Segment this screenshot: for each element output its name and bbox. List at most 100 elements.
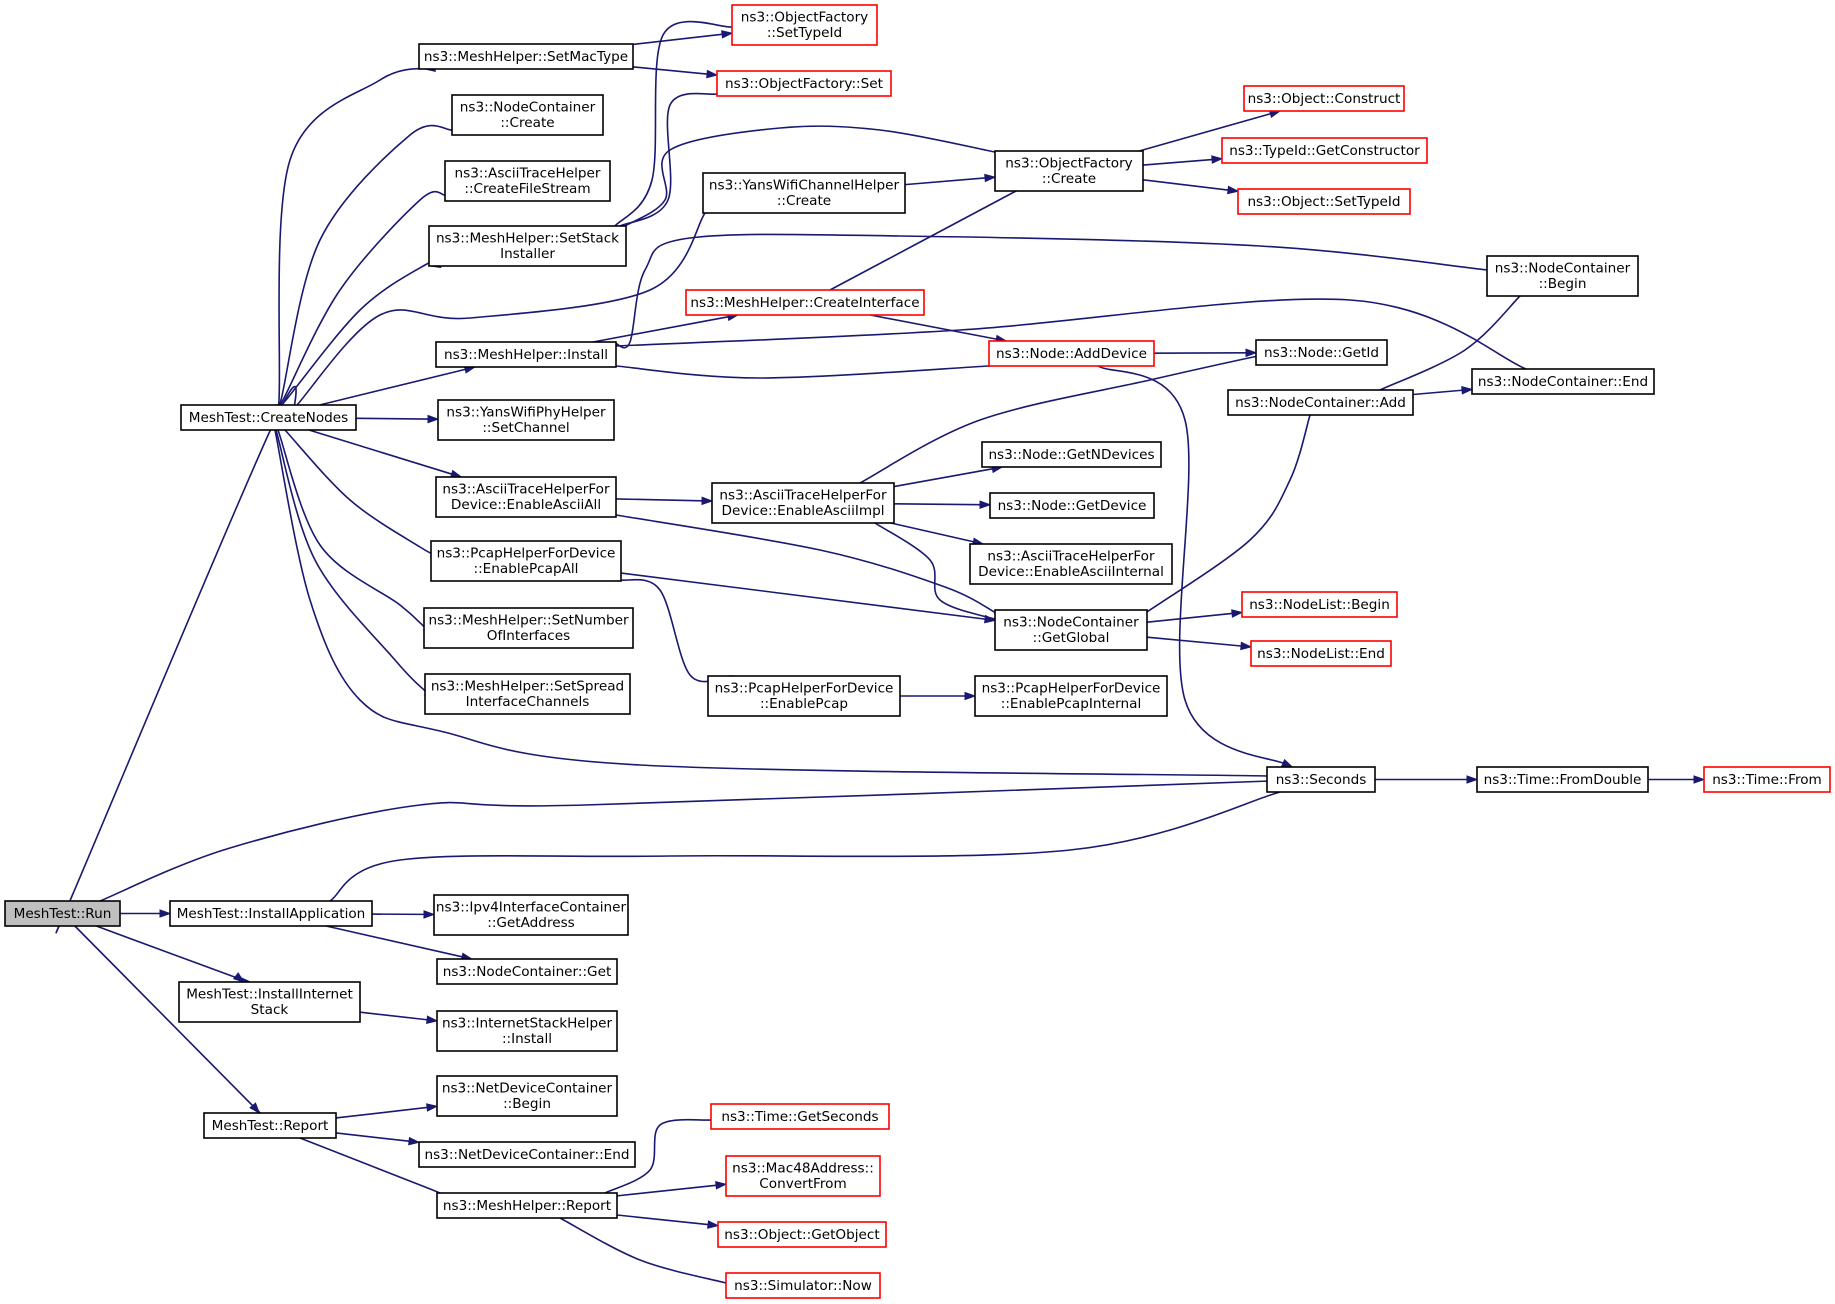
node-ns3-asciitracehelperfordevice-enableasciiinternal[interactable]: ns3::AsciiTraceHelperForDevice::EnableAs… bbox=[969, 543, 1173, 585]
call-edge-nc_getglobal-to-nc_add bbox=[1138, 409, 1313, 619]
node-label: ::Create bbox=[500, 115, 554, 131]
call-edge-time_fromdouble-to-time_from bbox=[1648, 775, 1706, 784]
call-edge-yanschan_create-to-of_create bbox=[904, 173, 997, 186]
node-label: ns3::PcapHelperForDevice bbox=[982, 681, 1161, 697]
call-edge-run-to-installinet bbox=[96, 925, 251, 983]
node-ns3-mac48address-convertfrom[interactable]: ns3::Mac48Address::ConvertFrom bbox=[725, 1155, 881, 1197]
node-box bbox=[203, 1112, 337, 1139]
node-label: MeshTest::Run bbox=[14, 906, 112, 922]
arrowhead-icon bbox=[1227, 185, 1240, 195]
call-edge-createnodes-to-enablepcapall bbox=[279, 424, 443, 562]
node-ns3-nodecontainer-create[interactable]: ns3::NodeContainer::Create bbox=[451, 94, 604, 136]
node-label: ns3::Mac48Address:: bbox=[732, 1161, 874, 1177]
node-ns3-nodecontainer-add[interactable]: ns3::NodeContainer::Add bbox=[1227, 389, 1414, 416]
node-ns3-pcaphelperfordevice-enablepcap[interactable]: ns3::PcapHelperForDevice::EnablePcap bbox=[707, 675, 901, 717]
node-ns3-meshhelper-setspreadinterfacechannels[interactable]: ns3::MeshHelper::SetSpreadInterfaceChann… bbox=[424, 673, 631, 715]
node-label: ns3::Node::GetNDevices bbox=[988, 447, 1154, 463]
call-edge-seconds-to-time_fromdouble bbox=[1375, 775, 1479, 784]
node-meshtest-createnodes[interactable]: MeshTest::CreateNodes bbox=[180, 404, 357, 431]
arrowhead-icon bbox=[1211, 155, 1224, 164]
arrowhead-icon bbox=[1280, 758, 1294, 768]
node-meshtest-report[interactable]: MeshTest::Report bbox=[203, 1112, 337, 1139]
node-box bbox=[435, 341, 617, 368]
node-ns3-asciitracehelper-createfilestream[interactable]: ns3::AsciiTraceHelper::CreateFileStream bbox=[444, 160, 611, 202]
node-box bbox=[433, 894, 629, 936]
node-label: ns3::MeshHelper::SetNumber bbox=[428, 613, 629, 629]
node-box bbox=[994, 150, 1144, 192]
node-box bbox=[1237, 188, 1411, 215]
node-ns3-nodelist-end[interactable]: ns3::NodeList::End bbox=[1250, 640, 1392, 667]
node-label: ns3::ObjectFactory bbox=[741, 10, 868, 26]
node-ns3-node-getdevice[interactable]: ns3::Node::GetDevice bbox=[989, 492, 1155, 519]
node-label: ns3::Seconds bbox=[1276, 772, 1367, 788]
node-ns3-asciitracehelperfordevice-enableasciiall[interactable]: ns3::AsciiTraceHelperForDevice::EnableAs… bbox=[435, 476, 617, 518]
arrowhead-icon bbox=[1240, 641, 1253, 651]
node-ns3-meshhelper-setmactype[interactable]: ns3::MeshHelper::SetMacType bbox=[418, 43, 634, 70]
node-ns3-node-getndevices[interactable]: ns3::Node::GetNDevices bbox=[981, 441, 1162, 468]
node-ns3-ipv4interfacecontainer-getaddress[interactable]: ns3::Ipv4InterfaceContainer::GetAddress bbox=[433, 894, 629, 936]
node-ns3-yanswifichannelhelper-create[interactable]: ns3::YansWifiChannelHelper::Create bbox=[702, 172, 906, 214]
node-box bbox=[988, 340, 1155, 367]
node-ns3-nodelist-begin[interactable]: ns3::NodeList::Begin bbox=[1241, 591, 1398, 618]
node-ns3-nodecontainer-begin[interactable]: ns3::NodeContainer::Begin bbox=[1486, 255, 1639, 297]
call-edge-createnodes-to-setnumif bbox=[274, 420, 435, 635]
arrowhead-icon bbox=[706, 69, 719, 79]
node-ns3-meshhelper-report[interactable]: ns3::MeshHelper::Report bbox=[436, 1192, 618, 1219]
call-edge-enableasciiimpl-to-getdevice bbox=[893, 500, 992, 509]
node-ns3-node-getid[interactable]: ns3::Node::GetId bbox=[1255, 339, 1388, 366]
node-meshtest-run: MeshTest::Run bbox=[4, 900, 121, 927]
arrowhead-icon bbox=[408, 1136, 421, 1146]
call-edge-mh_report-to-obj_getobject bbox=[616, 1214, 720, 1229]
node-label: ns3::NodeList::Begin bbox=[1249, 597, 1390, 613]
node-ns3-netdevicecontainer-begin[interactable]: ns3::NetDeviceContainer::Begin bbox=[436, 1075, 618, 1117]
node-ns3-meshhelper-install[interactable]: ns3::MeshHelper::Install bbox=[435, 341, 617, 368]
node-ns3-asciitracehelperfordevice-enableasciiimpl[interactable]: ns3::AsciiTraceHelperForDevice::EnableAs… bbox=[711, 482, 895, 524]
node-ns3-node-adddevice[interactable]: ns3::Node::AddDevice bbox=[988, 340, 1155, 367]
node-ns3-pcaphelperfordevice-enablepcapall[interactable]: ns3::PcapHelperForDevice::EnablePcapAll bbox=[430, 540, 622, 582]
node-meshtest-installapplication[interactable]: MeshTest::InstallApplication bbox=[169, 900, 373, 927]
node-ns3-yanswifiphyhelper-setchannel[interactable]: ns3::YansWifiPhyHelper::SetChannel bbox=[437, 399, 615, 441]
node-ns3-object-getobject[interactable]: ns3::Object::GetObject bbox=[717, 1221, 887, 1248]
node-ns3-objectfactory-settypeid[interactable]: ns3::ObjectFactory::SetTypeId bbox=[731, 4, 878, 46]
node-ns3-time-getseconds[interactable]: ns3::Time::GetSeconds bbox=[710, 1103, 890, 1130]
node-box bbox=[418, 1141, 636, 1168]
node-label: MeshTest::Report bbox=[212, 1118, 329, 1134]
node-ns3-objectfactory-set[interactable]: ns3::ObjectFactory::Set bbox=[716, 70, 892, 97]
node-label: ::SetChannel bbox=[482, 420, 569, 436]
node-label: ns3::Object::Construct bbox=[1248, 91, 1401, 107]
node-ns3-time-from[interactable]: ns3::Time::From bbox=[1703, 766, 1831, 793]
node-box bbox=[716, 70, 892, 97]
node-ns3-object-settypeid[interactable]: ns3::Object::SetTypeId bbox=[1237, 188, 1411, 215]
node-label: ns3::Node::AddDevice bbox=[996, 346, 1147, 362]
node-ns3-netdevicecontainer-end[interactable]: ns3::NetDeviceContainer::End bbox=[418, 1141, 636, 1168]
node-label: ns3::Node::GetDevice bbox=[998, 498, 1147, 514]
arrowhead-icon bbox=[721, 30, 734, 39]
node-box bbox=[707, 675, 901, 717]
node-ns3-internetstackhelper-install[interactable]: ns3::InternetStackHelper::Install bbox=[436, 1010, 618, 1052]
node-label: ::EnablePcapAll bbox=[474, 561, 579, 577]
node-ns3-pcaphelperfordevice-enablepcapinternal[interactable]: ns3::PcapHelperForDevice::EnablePcapInte… bbox=[974, 675, 1168, 717]
node-box bbox=[436, 1192, 618, 1219]
call-edge-installapp-to-seconds bbox=[324, 786, 1297, 905]
node-ns3-simulator-now[interactable]: ns3::Simulator::Now bbox=[725, 1272, 881, 1299]
node-ns3-nodecontainer-end[interactable]: ns3::NodeContainer::End bbox=[1471, 368, 1655, 395]
node-ns3-seconds[interactable]: ns3::Seconds bbox=[1266, 766, 1376, 793]
node-ns3-meshhelper-createinterface[interactable]: ns3::MeshHelper::CreateInterface bbox=[685, 289, 925, 316]
node-ns3-typeid-getconstructor[interactable]: ns3::TypeId::GetConstructor bbox=[1221, 137, 1428, 164]
node-ns3-nodecontainer-get[interactable]: ns3::NodeContainer::Get bbox=[436, 958, 618, 985]
node-box bbox=[731, 4, 878, 46]
function-nodes: MeshTest::Run MeshTest::CreateNodesMeshTe… bbox=[4, 4, 1831, 1299]
node-ns3-time-fromdouble[interactable]: ns3::Time::FromDouble bbox=[1476, 766, 1649, 793]
node-ns3-objectfactory-create[interactable]: ns3::ObjectFactory::Create bbox=[994, 150, 1144, 192]
node-label: ns3::AsciiTraceHelperFor bbox=[987, 549, 1155, 565]
call-edge-createnodes-to-nc_create bbox=[275, 124, 456, 415]
arrowhead-icon bbox=[423, 910, 436, 919]
call-edge-createnodes-to-setmactype bbox=[275, 63, 439, 421]
node-ns3-nodecontainer-getglobal[interactable]: ns3::NodeContainer::GetGlobal bbox=[994, 609, 1148, 651]
call-edge-enableasciiimpl-to-enableasciiint bbox=[890, 522, 985, 546]
node-ns3-object-construct[interactable]: ns3::Object::Construct bbox=[1243, 85, 1405, 112]
node-label: ns3::Time::GetSeconds bbox=[721, 1109, 878, 1125]
